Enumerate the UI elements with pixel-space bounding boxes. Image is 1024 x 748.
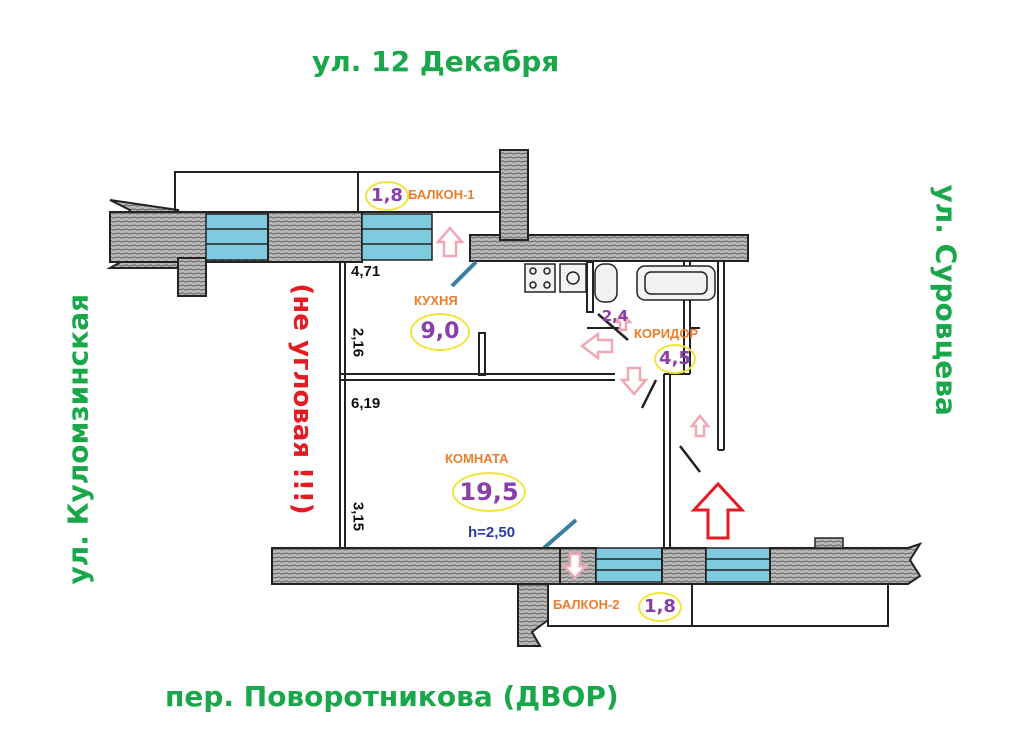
street-left: ул. Куломзинская	[61, 293, 95, 585]
top-wall	[106, 149, 749, 297]
arrow-up-kitchen-icon	[435, 226, 465, 258]
street-bottom: пер. Поворотникова (ДВОР)	[165, 680, 619, 713]
room-depth-dimension: 3,15	[349, 501, 367, 532]
street-right: ул. Суровцева	[929, 184, 963, 416]
arrow-down-corridor-icon	[619, 366, 649, 396]
interior-walls	[339, 261, 725, 548]
window-4	[705, 547, 771, 583]
window-3	[595, 547, 663, 583]
non-corner-note: (не угловая !!!)	[287, 283, 317, 515]
arrow-down-balcony-icon	[561, 552, 589, 580]
room-width-dimension: 6,19	[351, 395, 381, 412]
ceiling-height: h=2,50	[468, 524, 516, 541]
toilet-icon	[594, 263, 618, 303]
balcony-2-outline	[547, 583, 889, 627]
entrance-arrow-icon	[690, 481, 746, 540]
balcony-1-area: 1,8	[365, 181, 409, 211]
room-area: 19,5	[452, 472, 526, 512]
doors	[450, 260, 701, 550]
window-2	[361, 213, 433, 261]
balcony-1-label: БАЛКОН-1	[408, 187, 475, 202]
bottom-wall	[271, 537, 923, 647]
kitchen-width-dimension: 4,71	[351, 263, 381, 280]
kitchen-fixtures	[524, 263, 716, 303]
window-1	[205, 213, 269, 261]
kitchen-area: 9,0	[410, 313, 470, 351]
balcony-2-label: БАЛКОН-2	[553, 597, 620, 612]
movement-arrows	[435, 226, 711, 580]
arrow-up-wc-icon	[613, 312, 633, 332]
arrow-left-corridor-icon	[579, 331, 614, 361]
corridor-label: КОРИДОР	[634, 326, 699, 341]
bathtub-icon	[636, 265, 716, 301]
kitchen-depth-dimension: 2,16	[349, 327, 367, 358]
corridor-area: 4,5	[654, 344, 696, 374]
stove-icon	[524, 263, 556, 293]
street-top: ул. 12 Декабря	[312, 45, 560, 78]
balcony-1-outline	[174, 171, 501, 213]
room-label: КОМНАТА	[445, 451, 509, 466]
balcony-2-area: 1,8	[638, 592, 682, 622]
sink-icon	[559, 263, 587, 293]
kitchen-label: КУХНЯ	[414, 293, 458, 308]
arrow-up-hall-icon	[689, 413, 711, 438]
wc-area: 2,4	[601, 307, 629, 325]
